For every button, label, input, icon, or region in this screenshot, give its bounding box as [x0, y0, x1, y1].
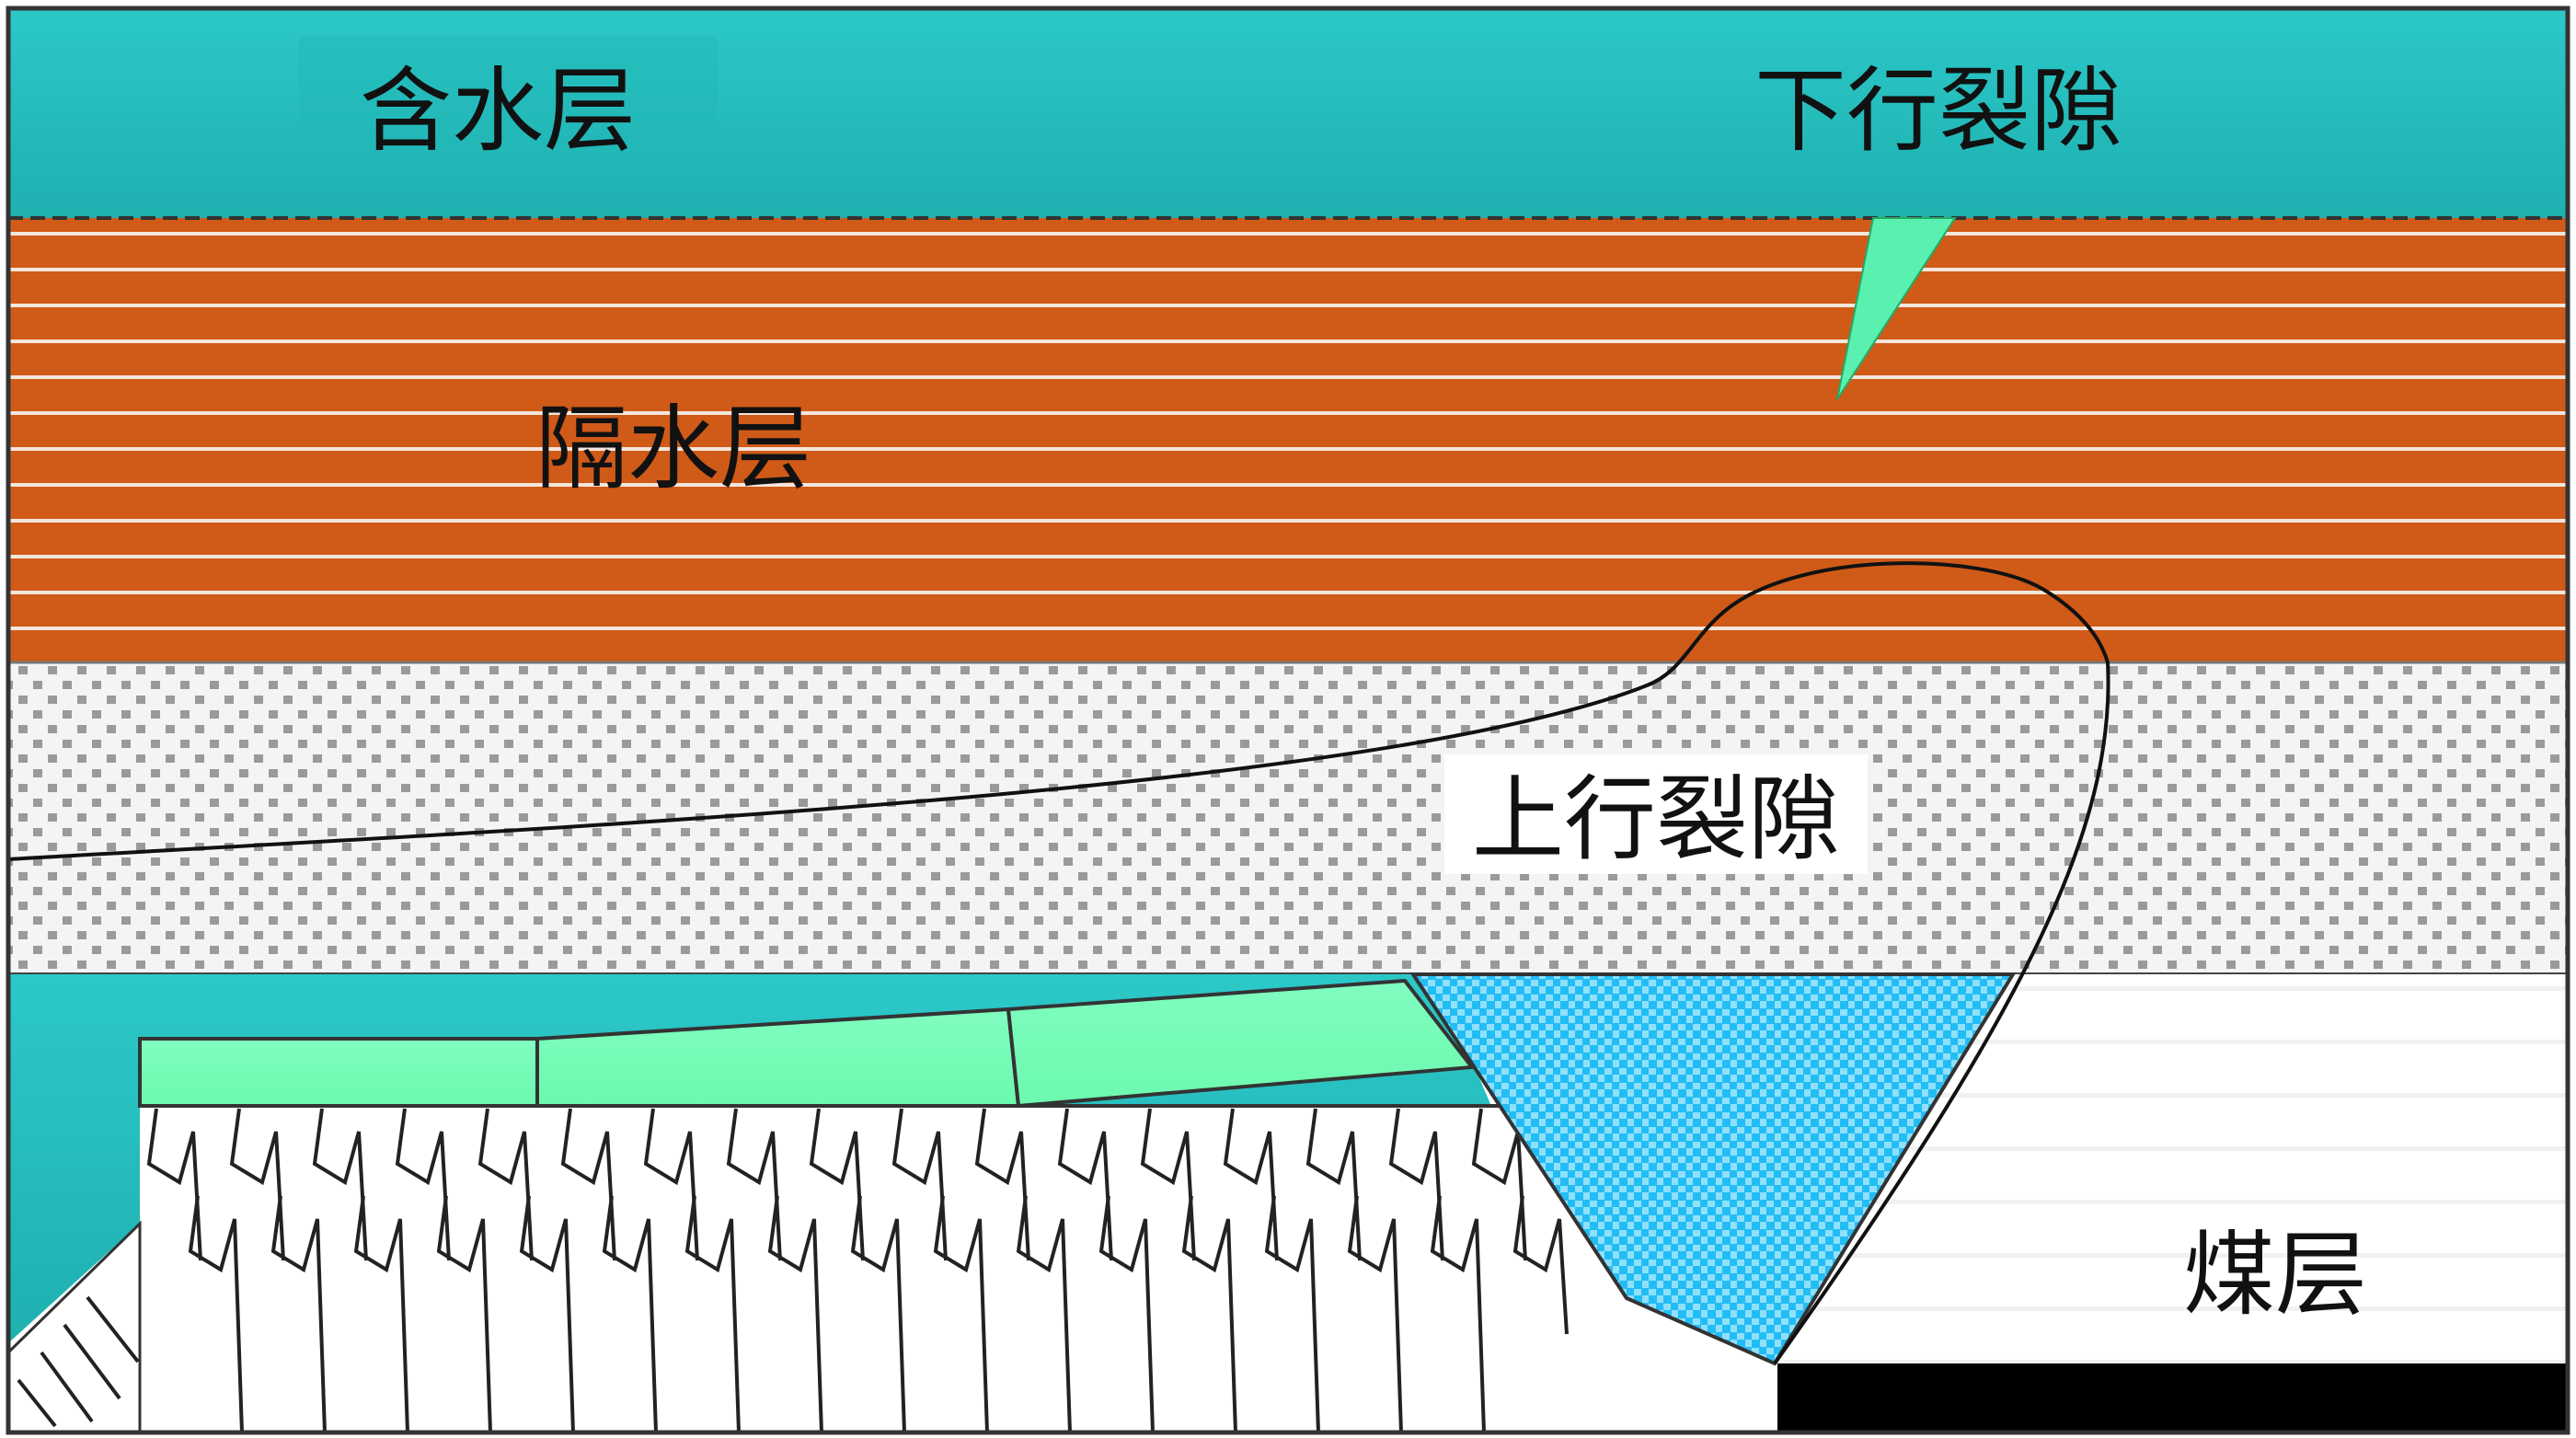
aquifer-label: 含水层	[360, 57, 636, 165]
aquiclude-layer	[8, 218, 2568, 662]
caved-crushed-zone	[8, 1106, 1777, 1432]
upward-fracture-boundary	[7, 561, 2110, 1365]
rock-fragment-line	[1140, 1108, 1196, 1261]
rock-fragment-line	[1181, 1195, 1237, 1433]
rock-fragment-line	[1430, 1195, 1486, 1433]
rock-fragment-line	[726, 1108, 782, 1261]
rock-fragment-line	[1264, 1195, 1320, 1433]
caved-rock-fragments	[146, 1108, 1569, 1433]
rock-fragment-line	[809, 1108, 865, 1261]
rock-fragment-line	[395, 1108, 451, 1261]
rock-fragment-line	[767, 1195, 823, 1433]
left-hatch-lines	[17, 1295, 140, 1428]
rock-fragment-line	[188, 1195, 244, 1433]
rock-fragment-line	[1471, 1108, 1527, 1261]
rock-fragment-line	[602, 1195, 658, 1433]
upward-fracture-label: 上行裂隙	[1472, 765, 1840, 873]
dotted-rock-layer	[8, 662, 2568, 974]
rock-fragment-line	[1305, 1108, 1362, 1261]
broken-block	[1006, 978, 1476, 1109]
rock-fragment-line	[1016, 1195, 1072, 1433]
downward-fracture-label: 下行裂隙	[1754, 57, 2122, 165]
rock-fragment-line	[560, 1108, 616, 1261]
aquifer-label-bg	[299, 37, 718, 161]
downward-fracture-wedge	[1836, 217, 1957, 400]
rock-fragment-line	[353, 1195, 409, 1433]
rock-fragment-line	[436, 1195, 492, 1433]
rock-fragment-line	[519, 1195, 575, 1433]
rock-fragment-line	[1512, 1195, 1569, 1335]
rock-fragment-line	[1388, 1108, 1444, 1261]
rock-fragment-line	[477, 1108, 534, 1261]
coal-seam-label: 煤层	[2183, 1221, 2367, 1329]
rock-fragment-line	[933, 1195, 989, 1433]
rock-fragment-line	[146, 1108, 202, 1261]
broken-block	[138, 1037, 539, 1108]
diagram-frame	[6, 6, 2570, 1435]
rock-fragment-line	[1347, 1195, 1403, 1433]
coal-floor-bar	[1777, 1363, 2568, 1432]
rock-fragment-line	[891, 1108, 948, 1261]
rock-fragment-line	[974, 1108, 1030, 1261]
rock-fragment-line	[850, 1195, 906, 1433]
rock-fragment-line	[1098, 1195, 1155, 1433]
rock-fragment-line	[1223, 1108, 1279, 1261]
rock-fragment-line	[1057, 1108, 1113, 1261]
rock-fragment-line	[684, 1195, 741, 1433]
rock-fragment-line	[312, 1108, 368, 1261]
rock-fragment-line	[270, 1195, 327, 1433]
rock-fragment-line	[643, 1108, 699, 1261]
aquiclude-label: 隔水层	[535, 395, 811, 502]
upward-fracture-label-bg	[1444, 754, 1868, 874]
rock-fragment-line	[229, 1108, 285, 1261]
